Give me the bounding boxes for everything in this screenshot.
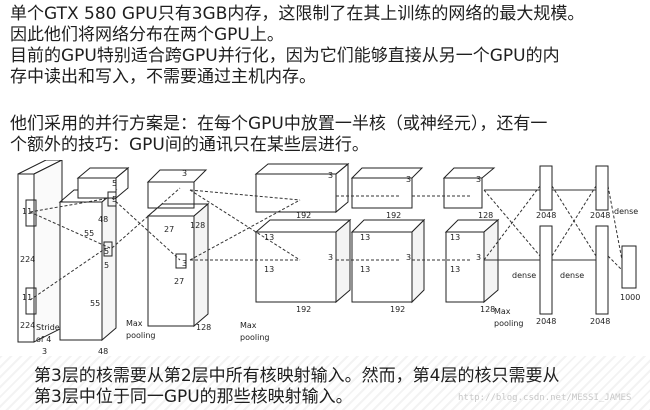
fc-label-b: 2048: [536, 317, 556, 326]
input-kernel-label: 11: [22, 207, 32, 216]
scheme-line: 他们采用的并行方案是：在每个GPU中放置一半核（或神经元），还有一: [10, 114, 548, 134]
conv4-size-label: 13: [360, 233, 370, 242]
output-size-label: 1000: [620, 293, 640, 302]
bottom-paragraph: 第3层的核需要从第2层中所有核映射输入。然而，第4层的核只需要从 第3层中位于同…: [34, 366, 642, 408]
conv5-depth-label-2: 128: [480, 305, 495, 314]
fc-label-d: 2048: [590, 317, 610, 326]
conv3-depth-label: 192: [296, 211, 311, 220]
dense-label-3: dense: [614, 207, 638, 216]
scheme-line: 个额外的技巧：GPU间的通讯只在某些层进行。: [10, 135, 369, 155]
pool2-label-line1: Max: [240, 321, 257, 330]
dense-label-1: dense: [512, 271, 536, 280]
stride-label-line1: Stride: [36, 323, 60, 332]
intro-line: 存中读出和写入，不需要通过主机内存。: [10, 67, 316, 87]
conv5-size-label-2: 13: [450, 265, 460, 274]
dense-label-2: dense: [560, 271, 584, 280]
stride-label-line2: of 4: [36, 335, 51, 344]
input-size-label-2: 224: [20, 321, 35, 330]
conv4-depth-label: 192: [386, 211, 401, 220]
conv3-depth-label-2: 192: [296, 305, 311, 314]
watermark: http://blog.csdn.net/MESSI_JAMES: [458, 393, 632, 403]
pool2-label-line2: pooling: [240, 333, 269, 342]
conv3-size-label-2: 13: [264, 265, 274, 274]
conv2-depth-label-2: 128: [196, 323, 211, 332]
pool3-label-line2: pooling: [494, 319, 523, 328]
conv3-size-label: 13: [264, 233, 274, 242]
conv3-kernel-label: 3: [328, 171, 333, 180]
bottom-line: 第3层的核需要从第2层中所有核映射输入。然而，第4层的核只需要从: [34, 366, 560, 386]
conv1-kernel-label-4: 5: [104, 261, 109, 270]
bottom-background: [0, 356, 650, 410]
fc-label-c: 2048: [590, 211, 610, 220]
input-depth-label: 3: [42, 347, 47, 356]
intro-line: 单个GTX 580 GPU只有3GB内存，这限制了在其上训练的网络的最大规模。: [10, 4, 585, 24]
pool3-label-line1: Max: [494, 307, 511, 316]
conv4-kernel-label: 3: [406, 175, 411, 184]
conv1-kernel-label: 5: [112, 179, 117, 188]
conv5-kernel-label: 3: [476, 175, 481, 184]
conv1-depth-label: 48: [98, 215, 108, 224]
pool1-label-line2: pooling: [126, 331, 155, 340]
input-kernel-label-2: 11: [22, 293, 32, 302]
conv1-size-label: 55: [84, 229, 94, 238]
conv2-kernel-label-2: 3: [182, 259, 187, 268]
conv1-kernel-label-2: 5: [112, 195, 117, 204]
intro-line: 目前的GPU特别适合跨GPU并行化，因为它们能够直接从另一个GPU的内: [10, 46, 560, 66]
conv2-size-label-2: 27: [174, 277, 184, 286]
intro-line: 因此他们将网络分布在两个GPU上。: [10, 25, 284, 45]
conv4-size-label-2: 13: [360, 265, 370, 274]
intro-paragraph: 单个GTX 580 GPU只有3GB内存，这限制了在其上训练的网络的最大规模。 …: [10, 4, 642, 88]
bottom-line: 第3层中位于同一GPU的那些核映射输入。: [34, 387, 353, 407]
alexnet-architecture-diagram: 224 224 3 11 11 Stride of 4 55 55 48 48 …: [17, 160, 640, 356]
conv2-size-label: 27: [164, 225, 174, 234]
input-size-label: 224: [20, 255, 35, 264]
conv4-depth-label-2: 192: [390, 305, 405, 314]
scheme-paragraph: 他们采用的并行方案是：在每个GPU中放置一半核（或神经元），还有一 个额外的技巧…: [10, 114, 642, 156]
conv1-depth-label-2: 48: [98, 347, 108, 356]
conv2-kernel-label: 3: [182, 169, 187, 178]
conv1-kernel-label-3: 5: [104, 247, 109, 256]
pool1-label-line1: Max: [126, 319, 143, 328]
conv2-depth-label: 128: [190, 221, 205, 230]
conv3-kernel-label-2: 3: [328, 253, 333, 262]
fc-label-a: 2048: [536, 211, 556, 220]
conv1-size-label-2: 55: [90, 299, 100, 308]
conv5-kernel-label-2: 3: [476, 253, 481, 262]
conv5-size-label: 13: [450, 233, 460, 242]
conv4-kernel-label-2: 3: [406, 253, 411, 262]
conv5-depth-label: 128: [478, 211, 493, 220]
